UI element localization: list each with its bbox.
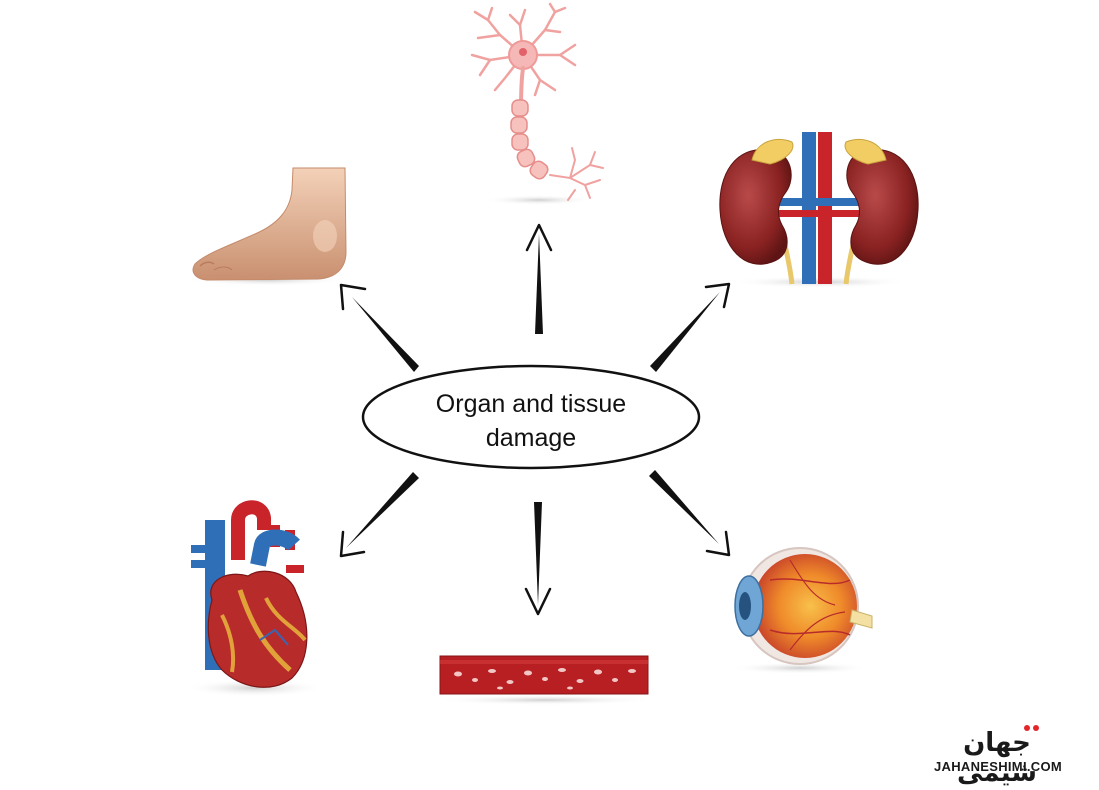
arrows <box>339 223 731 616</box>
watermark-logo: جهان شیمی JAHANESHIMI.COM <box>918 725 1078 788</box>
center-label-line2: damage <box>486 424 576 452</box>
arrow-to-neuron <box>525 223 553 334</box>
heart-icon <box>185 500 325 697</box>
blood-vessel-icon <box>435 655 655 705</box>
foot-icon <box>188 167 348 286</box>
logo-dots-icon <box>1024 725 1039 731</box>
logo-persian-text: جهان شیمی <box>957 728 1037 788</box>
center-ellipse <box>361 364 701 470</box>
logo-latin-text: JAHANESHIMI.COM <box>933 759 1062 774</box>
arrow-to-heart <box>339 472 419 558</box>
kidney-icon <box>719 132 919 288</box>
arrow-to-foot <box>339 283 419 372</box>
eye-icon <box>730 547 873 674</box>
center-label-line1: Organ and tissue <box>436 390 626 418</box>
arrow-to-kidney <box>650 282 731 372</box>
arrow-to-vessel <box>524 502 552 616</box>
arrow-to-eye <box>649 470 731 557</box>
neuron-icon <box>470 2 604 205</box>
